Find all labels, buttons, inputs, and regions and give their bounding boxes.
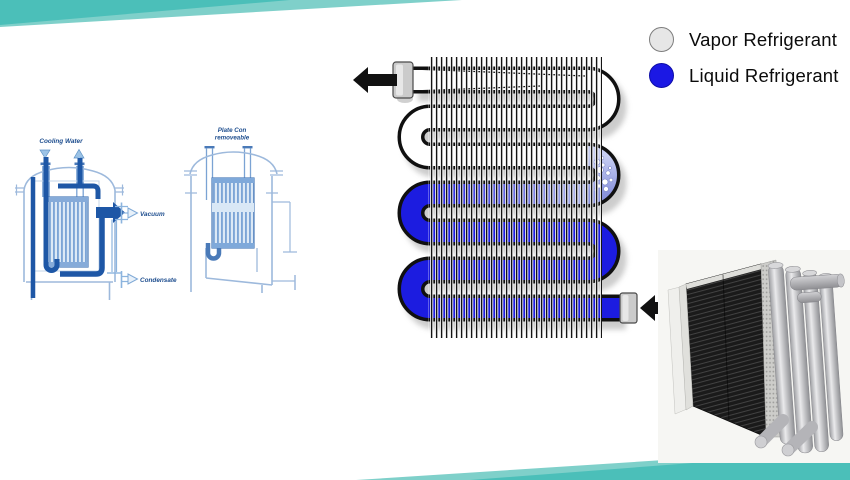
bottom-elbow-pipes [754,414,818,457]
flow-out-arrow-icon [353,67,397,93]
condensate-arrow-icon [127,273,139,285]
liquid-legend-label: Liquid Refrigerant [689,64,839,86]
coil-liquid-section [401,184,620,318]
header-pipes [767,262,845,454]
vacuum-label: Vacuum [140,211,165,218]
coil-fins [428,57,602,338]
tube-bundle [44,196,89,268]
legend: Vapor Refrigerant Liquid Refrigerant [649,27,839,88]
plate-con-title-line2: removeable [215,135,250,142]
cooling-water-label: Cooling Water [39,138,83,145]
coil-frame-top [686,264,762,289]
finned-coil-diagram [353,57,668,338]
fin-block-divider [722,274,730,422]
plate-con-title-line1: Plate Con [218,127,247,134]
shell-condenser-diagram: Cooling Water [15,138,177,300]
heat-exchanger-photo [658,250,850,463]
vapor-circle-icon [649,27,674,52]
plate-tube-bundle [205,177,255,261]
liquid-circle-icon [649,63,674,88]
outlet-piping [107,202,128,288]
plate-condenser-diagram: Plate Con removeable [184,127,297,293]
plate-nozzles [204,146,253,200]
vapor-outlet [353,61,414,103]
coil-frame-edge [678,283,694,411]
process-piping [30,157,105,298]
flow-in-arrow-icon [640,295,668,321]
vacuum-arrow-icon [127,207,139,219]
condensate-label: Condensate [140,277,177,284]
legend-item-liquid: Liquid Refrigerant [649,63,839,88]
vapor-legend-label: Vapor Refrigerant [689,28,838,50]
legend-item-vapor: Vapor Refrigerant [649,27,839,52]
liquid-inlet [619,292,668,324]
vacuum-flow-arrow-icon [96,202,125,223]
